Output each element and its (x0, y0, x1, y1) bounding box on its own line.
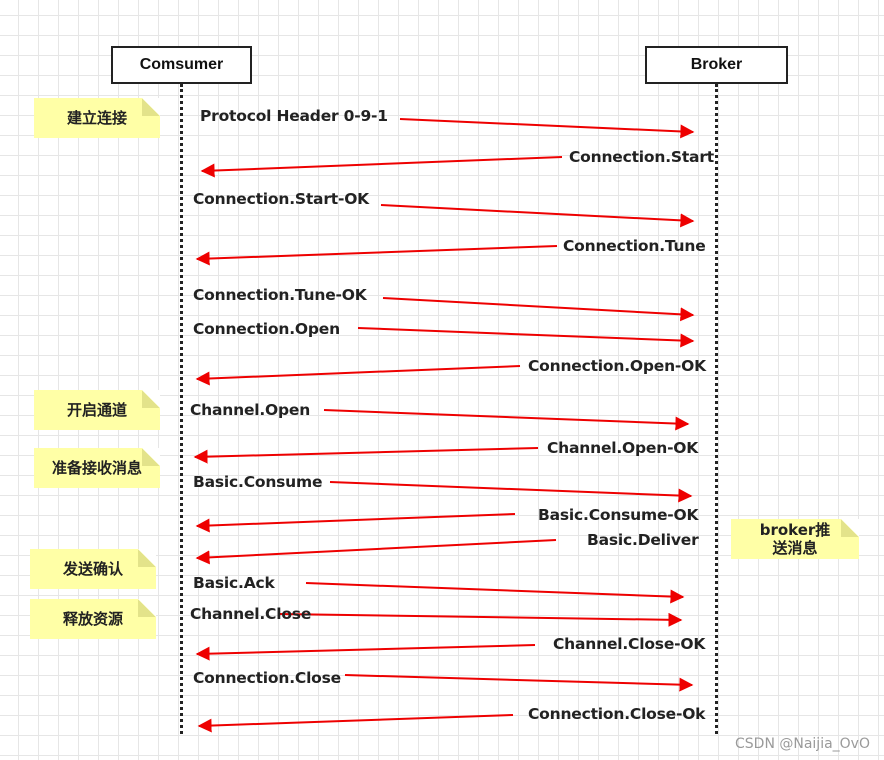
consumer-participant: Comsumer (111, 46, 252, 84)
message-label-channel-close: Channel.Close (190, 605, 312, 623)
arrow-basic-consume (329, 481, 693, 503)
message-label-basic-ack: Basic.Ack (193, 574, 275, 592)
watermark: CSDN @Naijia_OvO (735, 736, 870, 752)
arrow-basic-ack (305, 582, 685, 604)
arrow-channel-close (279, 612, 683, 627)
message-label-connection-close-ok: Connection.Close-Ok (528, 705, 706, 723)
arrow-channel-close-ok (195, 644, 536, 661)
arrow-connection-tune (195, 245, 558, 266)
message-label-basic-deliver: Basic.Deliver (587, 531, 699, 549)
message-label-connection-close: Connection.Close (193, 669, 341, 687)
message-label-connection-start-ok: Connection.Start-OK (193, 190, 369, 208)
message-label-channel-open: Channel.Open (190, 401, 311, 419)
note-establish-connection: 建立连接 (34, 98, 160, 138)
arrow-basic-deliver (195, 539, 557, 565)
arrow-channel-open-ok (193, 447, 539, 464)
message-label-connection-open: Connection.Open (193, 320, 340, 338)
note-open-channel: 开启通道 (34, 390, 160, 430)
consumer-lifeline (180, 84, 183, 734)
message-label-connection-start: Connection.Start (569, 148, 714, 166)
message-label-channel-close-ok: Channel.Close-OK (553, 635, 706, 653)
note-send-ack: 发送确认 (30, 549, 156, 589)
note-prepare-receive: 准备接收消息 (34, 448, 160, 488)
message-label-connection-tune-ok: Connection.Tune-OK (193, 286, 367, 304)
arrow-connection-close-ok (197, 714, 514, 733)
arrow-connection-tune-ok (382, 297, 695, 322)
arrow-channel-open (323, 409, 690, 431)
arrow-connection-open (357, 327, 695, 348)
arrow-connection-open-ok (195, 365, 521, 386)
message-label-connection-tune: Connection.Tune (563, 237, 706, 255)
message-label-basic-consume: Basic.Consume (193, 473, 323, 491)
arrow-protocol-header (399, 118, 695, 139)
broker-lifeline (715, 84, 718, 734)
message-label-connection-open-ok: Connection.Open-OK (528, 357, 706, 375)
arrow-basic-consume-ok (195, 513, 516, 533)
note-release-resources: 释放资源 (30, 599, 156, 639)
arrow-connection-start-ok (380, 204, 695, 228)
message-label-channel-open-ok: Channel.Open-OK (547, 439, 699, 457)
note-broker-push: broker推送消息 (731, 519, 859, 559)
broker-participant: Broker (645, 46, 788, 84)
message-label-basic-consume-ok: Basic.Consume-OK (538, 506, 699, 524)
arrow-connection-start (200, 156, 563, 178)
arrow-connection-close (344, 674, 694, 692)
message-label-protocol-header: Protocol Header 0-9-1 (200, 107, 388, 125)
